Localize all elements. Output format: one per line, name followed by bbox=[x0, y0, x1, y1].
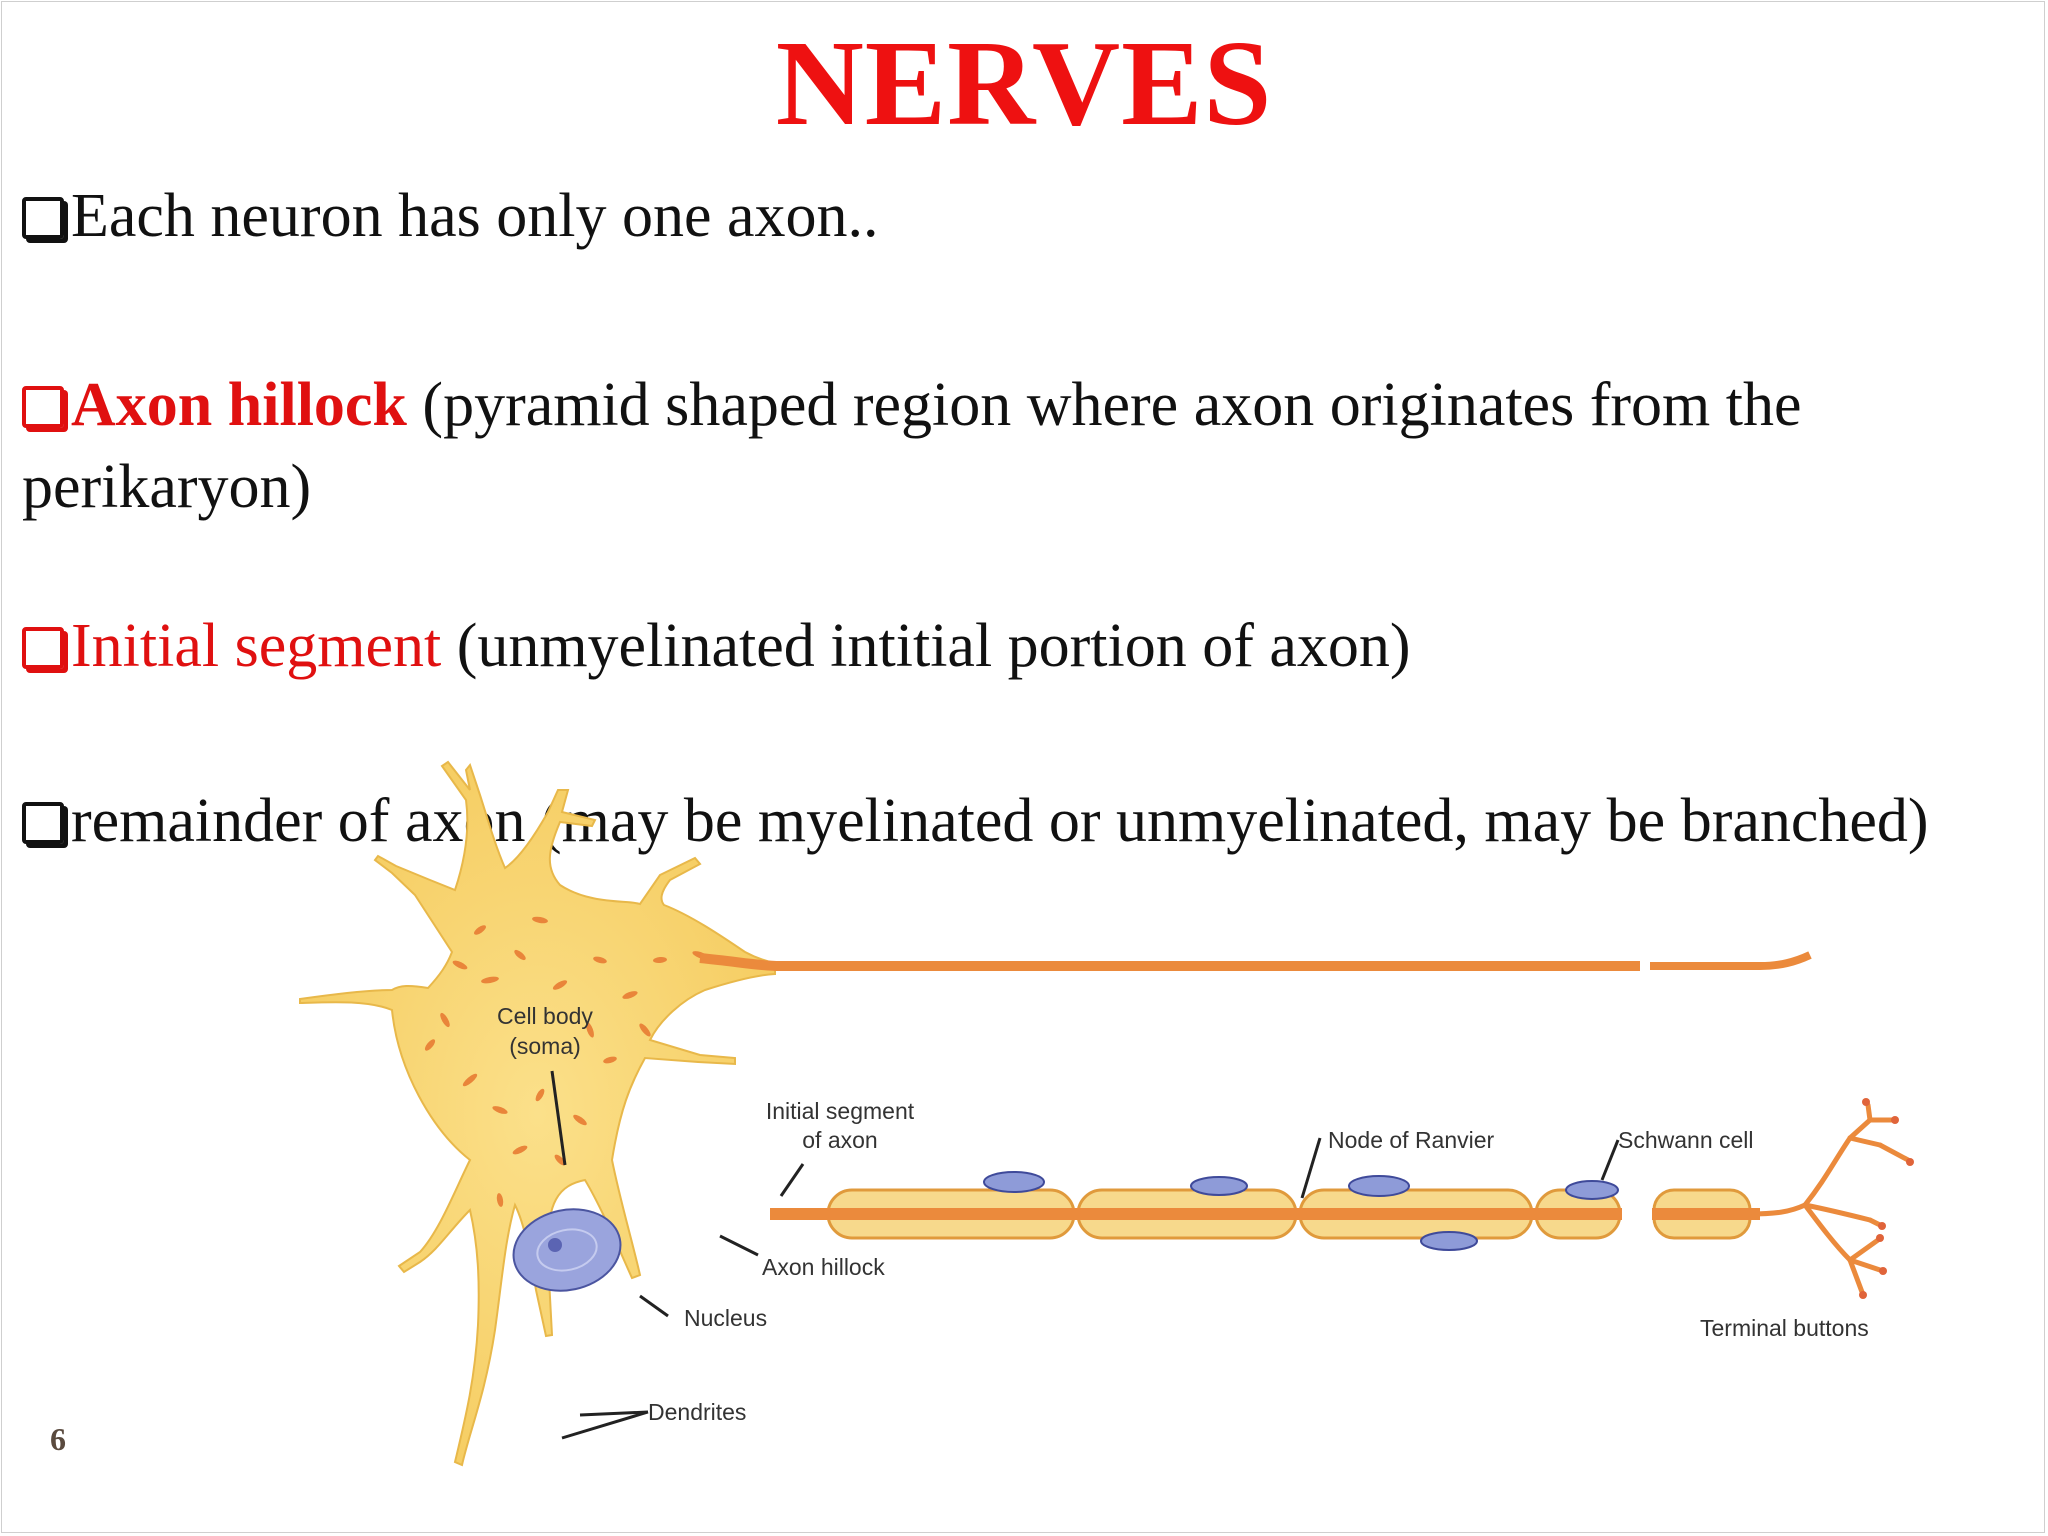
schwann-cell-nuclei bbox=[983, 1171, 1619, 1251]
page-number: 6 bbox=[50, 1421, 66, 1457]
bullet-text: remainder of axon (may be myelinated or … bbox=[71, 787, 1929, 855]
bullet-item-1: Each neuron has only one axon.. bbox=[22, 175, 2022, 257]
slide-title: NERVES bbox=[775, 16, 1273, 151]
leader-lines bbox=[550, 1070, 1620, 1440]
label-terminal-buttons: Terminal buttons bbox=[1700, 1315, 1869, 1341]
neuron-cell-body bbox=[299, 760, 776, 1467]
label-nucleus: Nucleus bbox=[684, 1305, 767, 1331]
label-soma: (soma) bbox=[509, 1033, 581, 1059]
axon bbox=[699, 951, 1812, 971]
soma-organelles bbox=[424, 916, 708, 1207]
axon-through-myelin bbox=[770, 1200, 1760, 1230]
label-axon-hillock: Axon hillock bbox=[762, 1254, 885, 1280]
terminal-buttons-dots bbox=[1859, 1098, 1914, 1299]
checkbox-bullet-icon bbox=[22, 802, 64, 844]
label-of-axon: of axon bbox=[802, 1127, 877, 1153]
checkbox-bullet-icon bbox=[22, 386, 64, 428]
label-node-of-ranvier: Node of Ranvier bbox=[1328, 1127, 1495, 1153]
bullet-lead-term: Initial segment bbox=[71, 612, 442, 680]
checkbox-bullet-icon bbox=[22, 627, 64, 669]
bullet-lead-term: Axon hillock bbox=[71, 371, 407, 439]
bullet-text: (unmyelinated intitial portion of axon) bbox=[441, 612, 1411, 680]
checkbox-bullet-icon bbox=[22, 197, 64, 239]
label-cell-body: Cell body bbox=[497, 1003, 593, 1029]
bullet-text: Each neuron has only one axon.. bbox=[71, 182, 879, 250]
bullet-item-4: remainder of axon (may be myelinated or … bbox=[22, 780, 2022, 862]
label-initial-segment: Initial segment bbox=[766, 1098, 915, 1124]
label-dendrites: Dendrites bbox=[648, 1399, 746, 1425]
bullet-item-2: Axon hillock (pyramid shaped region wher… bbox=[22, 364, 2022, 528]
bullet-item-3: Initial segment (unmyelinated intitial p… bbox=[22, 605, 2022, 687]
bullet-text: (pyramid shaped region where axon origin… bbox=[22, 371, 1802, 521]
nucleus-shape bbox=[512, 1208, 622, 1292]
terminal-branches bbox=[1747, 1102, 1911, 1295]
label-schwann-cell: Schwann cell bbox=[1618, 1127, 1754, 1153]
